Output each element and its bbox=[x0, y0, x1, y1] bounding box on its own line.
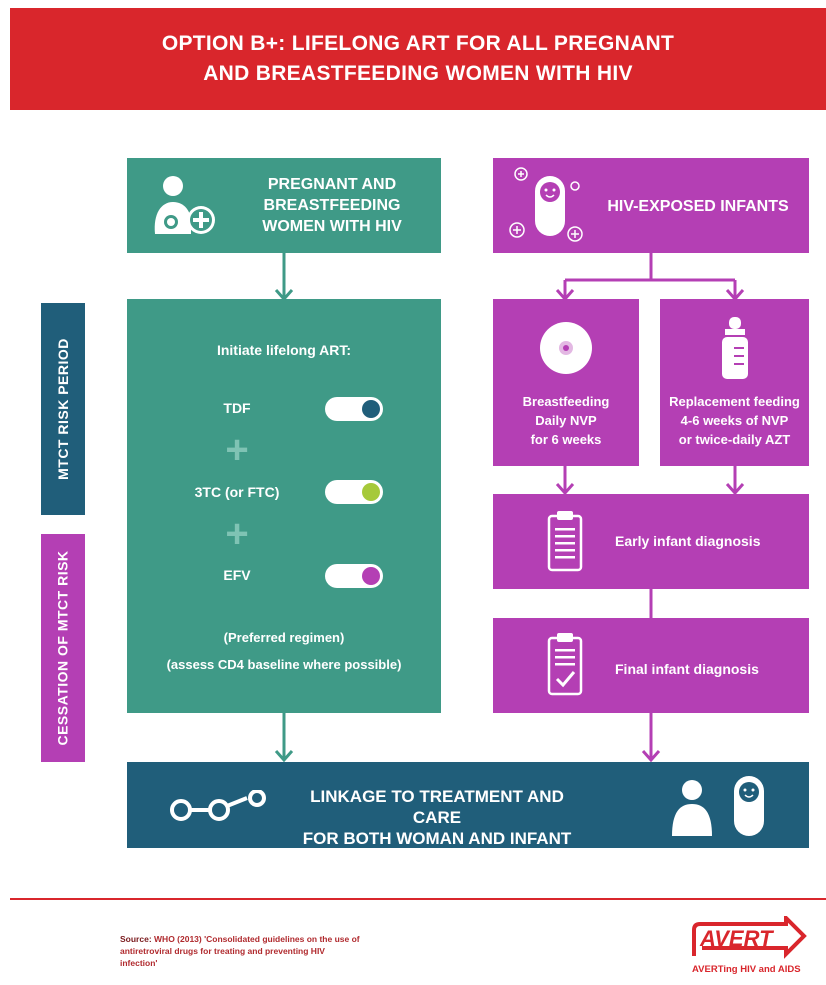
linkage-title: LINKAGE TO TREATMENT AND CARE FOR BOTH W… bbox=[287, 786, 587, 849]
infants-box: HIV-EXPOSED INFANTS bbox=[493, 158, 809, 253]
efv-toggle bbox=[325, 564, 383, 588]
avert-tagline: AVERTing HIV and AIDS bbox=[692, 964, 801, 975]
clipboard-check-icon bbox=[547, 633, 583, 696]
side-label-cessation-text: CESSATION OF MTCT RISK bbox=[55, 550, 72, 746]
source-text: WHO (2013) 'Consolidated guidelines on t… bbox=[120, 934, 360, 968]
replacement-line-3: or twice-daily AZT bbox=[678, 432, 791, 447]
final-diagnosis-label: Final infant diagnosis bbox=[615, 661, 759, 677]
plus-icon: + bbox=[225, 428, 249, 472]
art-note-preferred: (Preferred regimen) bbox=[223, 630, 345, 645]
replacement-line-1: Replacement feeding bbox=[669, 394, 800, 409]
pregnant-woman-icon bbox=[154, 176, 215, 234]
breast-icon bbox=[540, 322, 592, 374]
women-title-line-2: BREASTFEEDING bbox=[263, 197, 401, 214]
women-box-title: PREGNANT AND BREASTFEEDING WOMEN WITH HI… bbox=[237, 174, 427, 237]
replacement-feeding-box: Replacement feeding 4-6 weeks of NVP or … bbox=[660, 299, 809, 466]
3tc-toggle bbox=[325, 480, 383, 504]
avert-logo-text: AVERT bbox=[700, 926, 773, 951]
header-line-1: OPTION B+: LIFELONG ART FOR ALL PREGNANT bbox=[161, 32, 675, 55]
avert-logo[interactable]: AVERT AVERTing HIV and AIDS bbox=[688, 916, 808, 980]
early-diagnosis-box: Early infant diagnosis bbox=[493, 494, 809, 589]
side-label-risk-period-text: MTCT RISK PERIOD bbox=[55, 338, 71, 480]
chain-links-icon bbox=[170, 790, 266, 821]
drug-tdf-label: TDF bbox=[223, 400, 251, 416]
early-diagnosis-label: Early infant diagnosis bbox=[615, 533, 761, 549]
infant-icon bbox=[734, 776, 764, 836]
avert-arrow-logo-icon bbox=[692, 916, 807, 959]
page-header: OPTION B+: LIFELONG ART FOR ALL PREGNANT… bbox=[10, 8, 826, 110]
infants-box-title: HIV-EXPOSED INFANTS bbox=[607, 198, 789, 215]
swaddled-infant-icon bbox=[509, 167, 583, 242]
side-label-risk-period: MTCT RISK PERIOD bbox=[41, 303, 85, 515]
art-box: Initiate lifelong ART: TDF + 3TC (or FTC… bbox=[127, 299, 441, 713]
women-box: PREGNANT AND BREASTFEEDING WOMEN WITH HI… bbox=[127, 158, 441, 253]
clipboard-icon bbox=[547, 511, 583, 572]
linkage-line-2: FOR BOTH WOMAN AND INFANT bbox=[302, 829, 572, 848]
replacement-line-2: 4-6 weeks of NVP bbox=[680, 413, 789, 428]
linkage-box: LINKAGE TO TREATMENT AND CARE FOR BOTH W… bbox=[127, 762, 809, 848]
drug-3tc-label: 3TC (or FTC) bbox=[194, 484, 280, 500]
women-title-line-1: PREGNANT AND bbox=[267, 176, 397, 193]
art-heading: Initiate lifelong ART: bbox=[216, 342, 352, 358]
source-citation: Source: WHO (2013) 'Consolidated guideli… bbox=[120, 933, 360, 969]
drug-efv-label: EFV bbox=[223, 567, 251, 583]
linkage-line-1: LINKAGE TO TREATMENT AND CARE bbox=[310, 787, 564, 827]
baby-bottle-icon bbox=[722, 317, 748, 379]
breastfeeding-box: Breastfeeding Daily NVP for 6 weeks bbox=[493, 299, 639, 466]
woman-icon bbox=[672, 780, 712, 836]
plus-icon: + bbox=[225, 512, 249, 556]
breastfeeding-text: Breastfeeding Daily NVP for 6 weeks bbox=[493, 392, 639, 449]
breastfeeding-line-2: Daily NVP bbox=[535, 413, 597, 428]
tdf-toggle bbox=[325, 397, 383, 421]
header-line-2: AND BREASTFEEDING WOMEN WITH HIV bbox=[203, 62, 633, 85]
art-note-cd4: (assess CD4 baseline where possible) bbox=[166, 657, 402, 672]
breastfeeding-line-1: Breastfeeding bbox=[522, 394, 610, 409]
women-title-line-3: WOMEN WITH HIV bbox=[262, 218, 402, 235]
breastfeeding-line-3: for 6 weeks bbox=[530, 432, 602, 447]
source-label: Source: bbox=[120, 934, 152, 944]
footer-divider bbox=[10, 898, 826, 900]
side-label-cessation: CESSATION OF MTCT RISK bbox=[41, 534, 85, 762]
final-diagnosis-box: Final infant diagnosis bbox=[493, 618, 809, 713]
replacement-feeding-text: Replacement feeding 4-6 weeks of NVP or … bbox=[660, 392, 809, 449]
